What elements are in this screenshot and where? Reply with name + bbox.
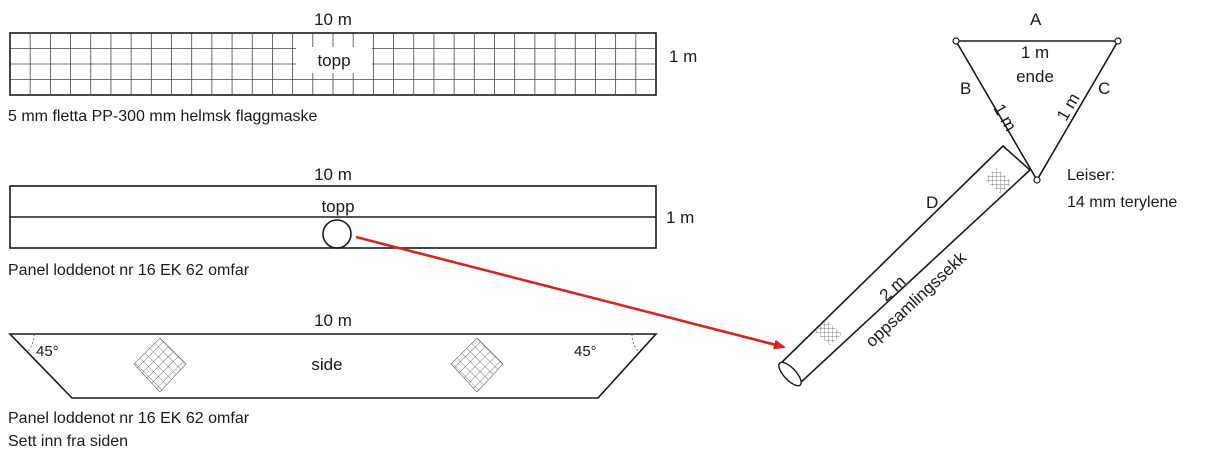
triangle-vertex-bottom <box>1033 176 1041 184</box>
leiser-line-2: 14 mm terylene <box>1067 194 1177 211</box>
detail-arrow <box>355 235 786 350</box>
panel-top-label-bg <box>296 47 372 73</box>
tube-group: 2 m oppsamlingssekk <box>778 144 1032 387</box>
triangle-shape <box>954 40 1120 182</box>
panel-side-angle-right: 45° <box>574 343 597 360</box>
triangle-vertex-top-right <box>1114 37 1122 45</box>
triangle-edge-a: A <box>1030 10 1042 29</box>
triangle-group: A 1 m ende B C 1 m 1 m <box>952 10 1122 184</box>
triangle-label: ende <box>1016 67 1054 86</box>
tube-mesh-lower <box>814 320 842 345</box>
panel-side-trapezoid <box>8 333 658 399</box>
panel-side-angle-arc-left <box>26 333 35 353</box>
panel-side-mesh-left <box>133 337 187 393</box>
panel-side-angle-left: 45° <box>36 343 59 360</box>
panel-middle-label: topp <box>321 197 354 216</box>
tube-end-ellipse <box>778 361 802 387</box>
panel-top-height-dim: 1 m <box>669 47 697 66</box>
panel-middle-detail-circle <box>322 219 352 249</box>
panel-middle-width-dim: 10 m <box>314 165 352 184</box>
leiser-group: Leiser: 14 mm terylene <box>1067 167 1177 211</box>
panel-side-caption-2: Sett inn fra siden <box>8 433 128 450</box>
panel-top-grid <box>10 33 656 95</box>
panel-side-label: side <box>311 355 342 374</box>
panel-middle-caption: Panel loddenot nr 16 EK 62 omfar <box>8 262 250 279</box>
tube-edge-d: D <box>926 193 938 212</box>
triangle-vertex-top-left <box>952 37 960 45</box>
triangle-edge-b: B <box>960 79 971 98</box>
panel-top-group: 10 m topp 1 m 5 mm fletta PP-300 mm helm… <box>8 10 697 125</box>
panel-side-caption-1: Panel loddenot nr 16 EK 62 omfar <box>8 410 250 427</box>
panel-top-label: topp <box>317 51 350 70</box>
panel-middle-height-dim: 1 m <box>666 208 694 227</box>
panel-side-angle-arc-right <box>631 333 640 353</box>
triangle-top-dim: 1 m <box>1021 43 1049 62</box>
panel-side-group: 10 m 45° 45° side Panel loddenot nr 16 E… <box>8 311 658 450</box>
tube-mesh-upper <box>984 168 1012 193</box>
panel-top-caption: 5 mm fletta PP-300 mm helmsk flaggmaske <box>8 108 318 125</box>
leiser-line-1: Leiser: <box>1067 167 1115 184</box>
panel-side-mesh-right <box>450 337 504 393</box>
triangle-edge-c: C <box>1098 79 1110 98</box>
panel-middle-group: 10 m topp 1 m Panel loddenot nr 16 EK 62… <box>8 165 694 279</box>
panel-top-width-dim: 10 m <box>314 10 352 29</box>
panel-side-width-dim: 10 m <box>314 311 352 330</box>
